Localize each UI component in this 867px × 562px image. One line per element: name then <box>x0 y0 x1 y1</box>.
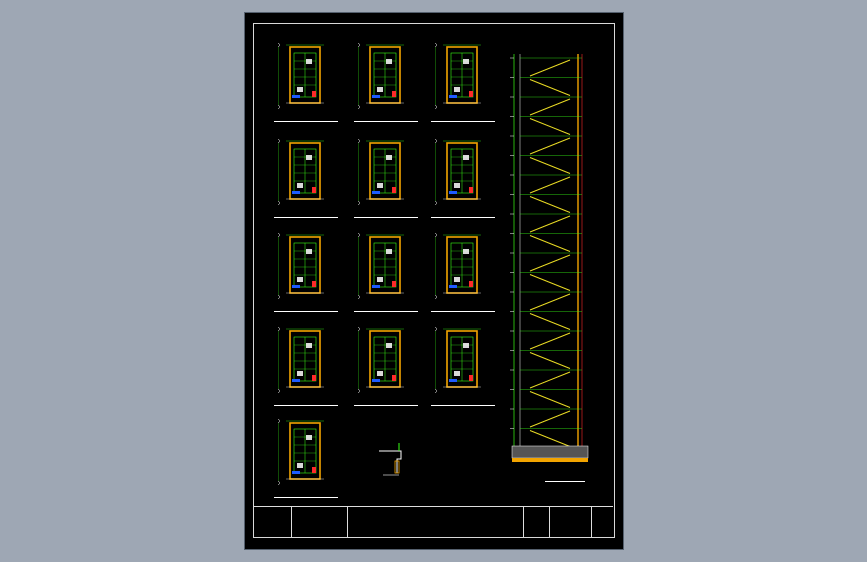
floor-plan-title <box>274 398 338 406</box>
floor-plan-title <box>354 304 418 312</box>
floor-plan-title <box>274 114 338 122</box>
floor-plan <box>274 417 338 498</box>
floor-plan-title <box>431 210 495 218</box>
note-line <box>425 466 505 471</box>
stair-section-drawing <box>508 46 598 476</box>
floor-plan-svg <box>435 139 481 205</box>
floor-plan <box>354 137 418 218</box>
floor-plan-title <box>431 114 495 122</box>
floor-plan <box>354 325 418 406</box>
floor-plan-title <box>354 210 418 218</box>
floor-plan-svg <box>278 43 324 109</box>
floor-plan-svg <box>278 327 324 393</box>
drawing-sheet <box>245 13 623 549</box>
floor-plan-title <box>274 304 338 312</box>
floor-plan-svg <box>278 139 324 205</box>
floor-plan-svg <box>278 233 324 299</box>
floor-plan-title <box>431 398 495 406</box>
floor-plan <box>354 41 418 122</box>
floor-plan <box>274 231 338 312</box>
title-block-cell <box>523 507 550 537</box>
floor-plan-svg <box>358 327 404 393</box>
floor-plan-title <box>274 210 338 218</box>
floor-plan <box>274 137 338 218</box>
floor-plan-title <box>431 304 495 312</box>
floor-plan-title <box>354 114 418 122</box>
title-block <box>253 506 613 537</box>
section-title <box>545 481 585 482</box>
floor-plan <box>274 325 338 406</box>
floor-plan <box>431 231 495 312</box>
floor-plan-svg <box>278 419 324 485</box>
title-block-cell <box>347 507 524 537</box>
floor-plan-svg <box>358 43 404 109</box>
detail-svg <box>379 443 402 476</box>
floor-plan <box>431 137 495 218</box>
floor-plan-svg <box>358 233 404 299</box>
general-notes <box>425 446 505 482</box>
floor-plan-title <box>354 398 418 406</box>
title-block-cell <box>549 507 592 537</box>
floor-plan-svg <box>435 233 481 299</box>
section-svg <box>510 54 589 462</box>
floor-plan <box>431 41 495 122</box>
floor-plan <box>274 41 338 122</box>
floor-plan-svg <box>435 327 481 393</box>
detail-drawing <box>373 439 409 477</box>
floor-plan <box>354 231 418 312</box>
floor-plan-svg <box>435 43 481 109</box>
drawing-frame <box>253 23 615 538</box>
title-block-cell <box>291 507 348 537</box>
floor-plan <box>431 325 495 406</box>
floor-plan-svg <box>358 139 404 205</box>
title-block-cell <box>253 507 291 537</box>
title-block-cell <box>591 507 614 537</box>
floor-plan-title <box>274 490 338 498</box>
